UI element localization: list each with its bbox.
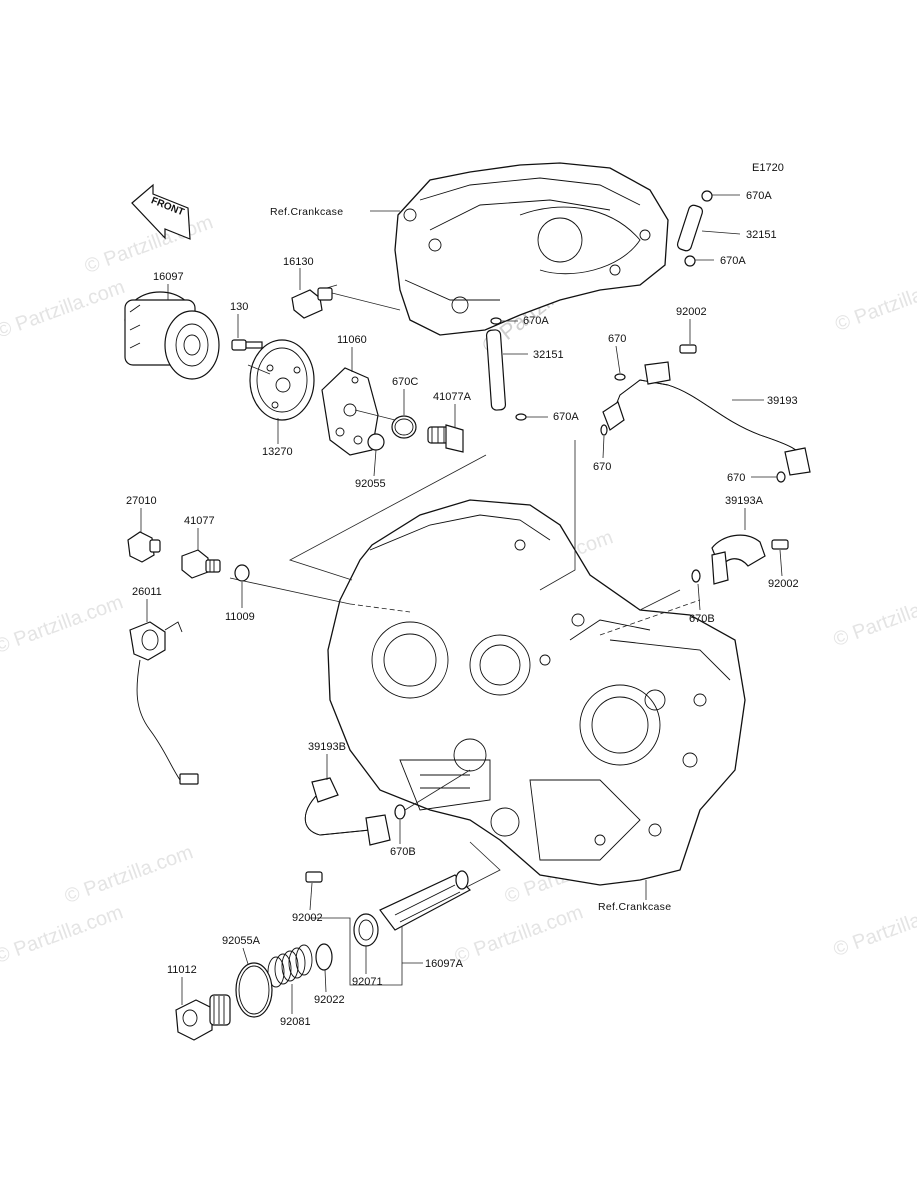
oil-pipe-39193 [600,344,811,483]
part-label: 11012 [167,964,197,976]
part-label: 16097A [425,958,464,970]
watermark-text: © Partzilla.com [0,901,126,968]
o-ring-92055 [367,433,385,451]
plate-13270 [249,339,315,421]
watermark-text: © Partzilla.com [0,276,128,343]
o-ring-92055A [235,962,273,1018]
pipe-39193A [711,534,789,585]
part-label: 32151 [746,229,777,241]
fitting-41077 [181,549,221,579]
seal-92071 [353,913,379,947]
part-label: 670 [608,333,626,345]
part-label: 27010 [126,495,157,507]
part-label: 92055A [222,935,261,947]
pin-32151-right [676,190,713,267]
part-label: 41077A [433,391,472,403]
part-label: 26011 [132,586,162,598]
part-label: 32151 [533,349,564,361]
part-label: 41077 [184,515,215,527]
bolt-92002 [305,871,323,883]
o-ring-670B [691,569,701,583]
bolt-130 [231,339,263,351]
part-label: 670A [523,315,549,327]
part-label: 670A [746,190,772,202]
part-label: 92002 [292,912,323,924]
watermark-text: © Partzilla.com [62,841,196,908]
part-label: 670A [720,255,746,267]
fitting-16130 [291,287,333,319]
part-label: 92002 [768,578,799,590]
diagram-id: E1720 [752,162,784,174]
plug-41077A [427,424,464,453]
part-label: 92055 [355,478,386,490]
sensor-26011 [129,621,199,785]
washer-92022 [315,943,333,971]
part-label: 16097 [153,271,184,283]
watermark-text: © Partzilla.com [452,901,586,968]
pipe-39193B [304,777,391,846]
plug-11012 [175,994,231,1041]
part-label: 670 [727,472,745,484]
part-label: 670A [553,411,579,423]
part-label: 11009 [225,611,255,623]
watermark-text: © Partzilla.com [831,584,917,651]
part-label: 670 [593,461,611,473]
part-label: 670B [390,846,416,858]
main-crankcase [327,499,746,886]
strainer-16097A [379,870,471,931]
washer-11009 [234,564,250,582]
part-label: 670C [392,376,418,388]
spring-92081 [267,944,313,988]
watermark-text: © Partzilla.com [831,894,917,961]
part-label: 39193 [767,395,798,407]
part-label: 39193B [308,741,346,753]
part-label: 92081 [280,1016,311,1028]
watermark-text: © Partzilla.com [832,269,917,336]
part-label: 92002 [676,306,707,318]
o-ring-670B [394,804,406,820]
upper-crankcase-ref [394,162,669,336]
part-label: 670B [689,613,715,625]
oil-filter-16097 [124,291,220,380]
pressure-switch-27010 [127,531,161,563]
ref-crankcase-top: Ref.Crankcase [270,206,343,218]
part-label: 16130 [283,256,314,268]
part-label: 13270 [262,446,293,458]
ref-crankcase-bottom: Ref.Crankcase [598,901,671,913]
part-label: 11060 [337,334,367,346]
part-label: 92071 [352,976,383,988]
part-label: 92022 [314,994,345,1006]
part-label: 130 [230,301,248,313]
front-direction-badge: FRONT [131,183,191,240]
watermark-text: © Partzilla.com [0,591,126,658]
part-label: 39193A [725,495,764,507]
